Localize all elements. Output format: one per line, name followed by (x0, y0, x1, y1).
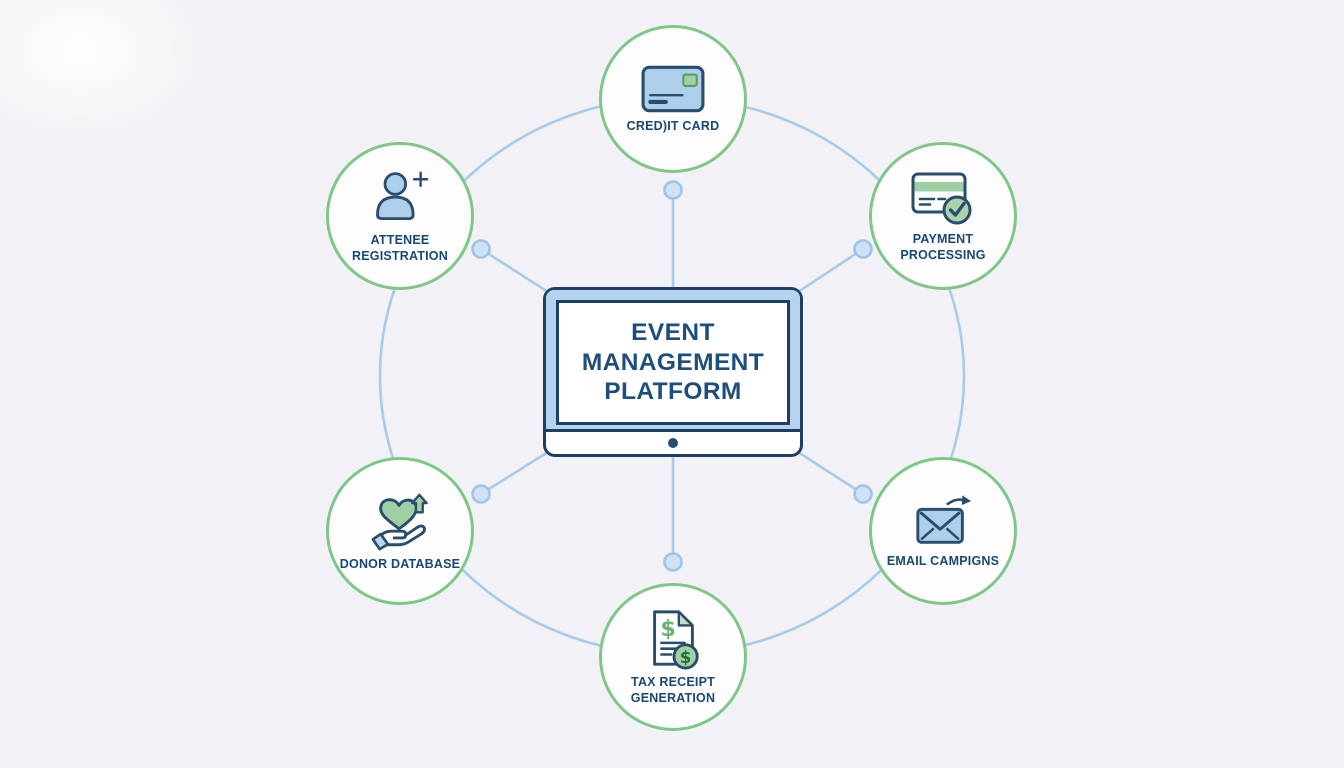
node-tax-receipt-generation: $ $ TAX RECEIPT GENERATION (599, 583, 747, 731)
central-monitor: EVENT MANAGEMENT PLATFORM (543, 287, 803, 457)
monitor-chin (546, 432, 800, 454)
node-label: PAYMENT PROCESSING (900, 231, 986, 262)
heart-hand-icon (369, 490, 431, 552)
connector-dot (853, 239, 873, 259)
node-label: ATTENEE REGISTRATION (352, 232, 448, 263)
spoke-upper-right (797, 247, 864, 294)
connector-dot (663, 180, 683, 200)
node-label: TAX RECEIPT GENERATION (630, 674, 716, 705)
user-plus-icon (370, 168, 430, 228)
node-attendee-registration: ATTENEE REGISTRATION (326, 142, 474, 290)
credit-card-icon (640, 64, 706, 114)
svg-text:$: $ (660, 616, 676, 642)
connector-dot (853, 484, 873, 504)
node-label: CRED)IT CARD (626, 118, 720, 133)
spoke-lower-left (480, 450, 549, 496)
node-label: DONOR DATABASE (339, 556, 461, 571)
monitor-button-dot (668, 438, 678, 448)
node-donor-database: DONOR DATABASE (326, 457, 474, 605)
connector-dot (663, 552, 683, 572)
platform-title: EVENT MANAGEMENT PLATFORM (581, 319, 765, 406)
node-payment-processing: PAYMENT PROCESSING (869, 142, 1017, 290)
node-label: EMAIL CAMPIGNS (886, 553, 1000, 568)
svg-text:$: $ (680, 648, 691, 667)
connector-dot (471, 239, 491, 259)
card-check-icon (911, 169, 975, 227)
node-credit-card: CRED)IT CARD (599, 25, 747, 173)
receipt-dollar-icon: $ $ (642, 608, 704, 670)
spoke-upper-left (480, 247, 549, 294)
envelope-send-icon (912, 493, 974, 549)
spoke-lower-right (797, 450, 864, 496)
monitor-screen: EVENT MANAGEMENT PLATFORM (556, 300, 790, 425)
monitor-bezel: EVENT MANAGEMENT PLATFORM (546, 290, 800, 432)
node-email-campaigns: EMAIL CAMPIGNS (869, 457, 1017, 605)
connector-dot (471, 484, 491, 504)
